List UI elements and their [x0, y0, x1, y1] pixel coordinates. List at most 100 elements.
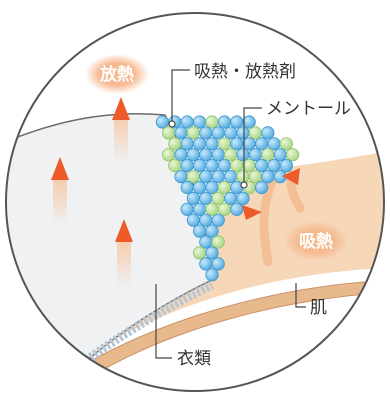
leader-dot	[168, 120, 176, 128]
agent-bead	[236, 148, 250, 162]
leader-absorb-release-agent	[171, 69, 190, 122]
menthol-bead	[236, 170, 250, 184]
agent-bead	[180, 159, 194, 173]
menthol-bead	[217, 180, 231, 195]
menthol-bead	[248, 170, 262, 184]
heat-flow	[259, 177, 277, 267]
absorb-heat-badge	[284, 221, 348, 261]
agent-bead	[205, 180, 219, 195]
agent-bead	[193, 202, 207, 216]
agent-bead	[217, 159, 231, 173]
agent-bead	[199, 148, 213, 162]
agent-bead	[217, 115, 231, 129]
leader-menthol	[243, 107, 262, 183]
heat-arrow-up	[112, 97, 130, 120]
heat-arrow-right	[282, 168, 300, 185]
agent-bead	[267, 137, 281, 151]
menthol-bead	[230, 159, 244, 173]
menthol-bead	[168, 159, 182, 173]
absorb-heat-label: 吸熱	[299, 231, 333, 252]
agent-bead	[186, 213, 200, 227]
agent-bead	[155, 115, 169, 129]
agent-bead	[211, 170, 225, 184]
menthol-bead	[224, 148, 238, 162]
agent-bead	[205, 224, 219, 238]
heat-column	[53, 178, 67, 226]
agent-bead	[199, 191, 213, 205]
agent-bead	[230, 137, 244, 151]
heat-column	[117, 240, 131, 288]
agent-bead	[224, 191, 238, 205]
agent-bead	[242, 137, 256, 151]
leader-clothing	[155, 284, 172, 359]
agent-bead	[180, 202, 194, 216]
agent-bead	[236, 126, 250, 140]
agent-bead	[230, 115, 244, 129]
agent-bead	[199, 213, 213, 227]
menthol-bead	[186, 126, 200, 140]
agent-bead	[205, 137, 219, 151]
menthol-label: メントール	[266, 99, 351, 119]
menthol-bead	[217, 202, 231, 216]
menthol-bead	[162, 148, 176, 162]
agent-bead	[255, 137, 269, 151]
agent-bead	[205, 268, 219, 282]
release-heat-label: 放熱	[99, 64, 134, 85]
agent-bead	[211, 148, 225, 162]
agent-bead	[205, 159, 219, 173]
magnifier-border	[5, 12, 385, 392]
agent-bead	[255, 180, 269, 195]
leader-dot	[240, 181, 248, 189]
menthol-bead	[193, 246, 207, 260]
menthol-bead	[211, 235, 225, 249]
menthol-bead	[242, 159, 256, 173]
agent-bead	[211, 126, 225, 140]
clothing-label: 衣類	[177, 349, 211, 369]
agent-bead	[193, 224, 207, 238]
heat-arrow-up	[115, 219, 133, 242]
release-heat-badge	[85, 54, 149, 94]
menthol-bead	[261, 148, 275, 162]
absorb-release-agent-label: 吸熱・放熱剤	[194, 62, 296, 82]
agent-bead	[174, 170, 188, 184]
agent-bead	[193, 115, 207, 129]
agent-bead	[199, 257, 213, 271]
agent-bead	[230, 202, 244, 216]
heat-arrow-up	[51, 157, 69, 180]
menthol-bead	[168, 137, 182, 151]
agent-bead	[193, 159, 207, 173]
agent-bead	[199, 126, 213, 140]
agent-bead	[211, 257, 225, 271]
agent-bead	[279, 159, 293, 173]
menthol-bead	[211, 191, 225, 205]
menthol-bead	[162, 126, 176, 140]
heat-agent-beads	[155, 115, 300, 282]
agent-bead	[180, 115, 194, 129]
menthol-bead	[285, 148, 300, 162]
menthol-bead	[279, 137, 293, 151]
agent-bead	[199, 235, 213, 249]
menthol-bead	[205, 202, 219, 216]
agent-bead	[180, 137, 194, 151]
agent-bead	[261, 126, 275, 140]
menthol-bead	[217, 137, 231, 151]
agent-bead	[174, 148, 188, 162]
agent-bead	[261, 170, 275, 184]
agent-bead	[193, 180, 207, 195]
agent-bead	[199, 170, 213, 184]
agent-bead	[267, 159, 281, 173]
leader-skin	[295, 283, 306, 308]
agent-bead	[248, 148, 262, 162]
menthol-bead	[248, 126, 262, 140]
menthol-bead	[205, 115, 219, 129]
agent-bead	[205, 246, 219, 260]
heat-column	[114, 115, 128, 163]
agent-bead	[242, 115, 256, 129]
agent-bead	[273, 148, 287, 162]
agent-bead	[236, 191, 250, 205]
agent-bead	[193, 137, 207, 151]
menthol-bead	[186, 170, 200, 184]
agent-bead	[211, 213, 225, 227]
